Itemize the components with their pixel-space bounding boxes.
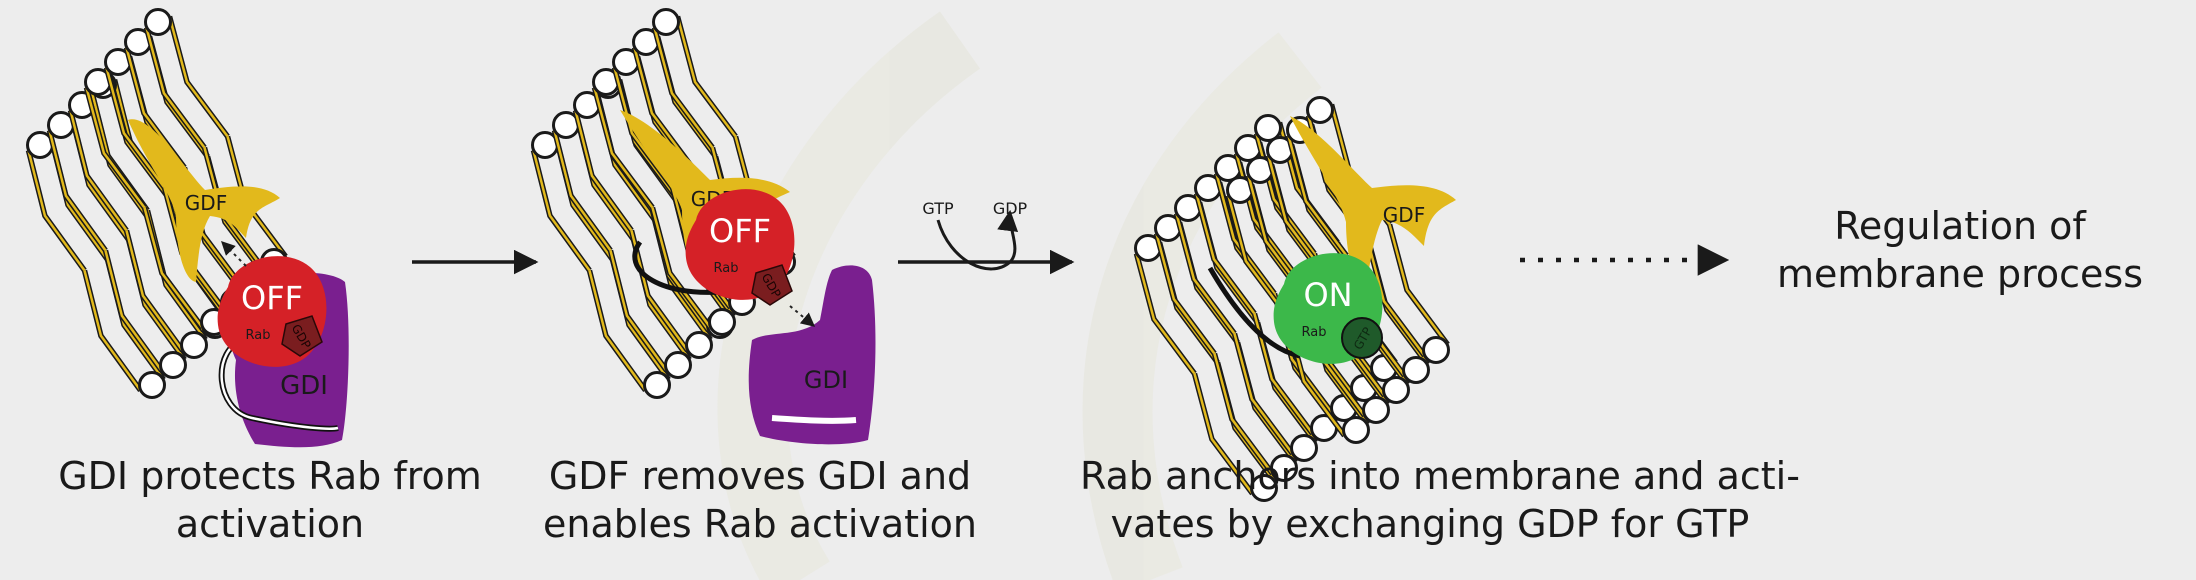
caption-line: activation	[175, 502, 365, 546]
lipid-tail	[1155, 233, 1216, 355]
caption-panel-2: GDF removes GDI and enables Rab activati…	[530, 452, 990, 548]
lipid-tail	[651, 207, 712, 329]
lipid-head	[1290, 434, 1318, 462]
caption-line: Rab anchors into membrane and acti-	[1080, 454, 1800, 498]
lipid-tail	[532, 150, 591, 272]
lipid-tail	[1215, 173, 1276, 295]
lipid-tail	[125, 230, 184, 352]
exchange-out-label: GDP	[993, 199, 1028, 218]
lipid-head	[1270, 454, 1298, 482]
gdf-protein	[620, 110, 790, 276]
lipid-tail	[69, 110, 128, 232]
prenyl-anchor	[220, 338, 339, 430]
lipid-tail	[676, 16, 737, 138]
lipid-tail	[1235, 153, 1296, 275]
lipid-tail	[574, 110, 633, 232]
caption-panel-1: GDI protects Rab from activation	[30, 452, 510, 548]
exchange-in-label: GTP	[922, 199, 954, 218]
lipid-head	[1422, 336, 1450, 364]
off-label: OFF	[241, 279, 303, 317]
lipid-head	[708, 308, 736, 336]
lipid-tail	[83, 270, 142, 392]
lipid-tail	[85, 87, 146, 209]
lipid-tail	[1175, 213, 1236, 335]
caption-line: vates by exchanging GDP for GTP	[1110, 502, 1750, 546]
gdi-pocket	[771, 415, 857, 424]
lipid-head	[1382, 376, 1410, 404]
rab-label: Rab	[246, 328, 271, 343]
lipid-tail	[1365, 235, 1426, 357]
lipid-tail	[105, 67, 166, 189]
lipid-tail	[633, 47, 694, 169]
prenyl-anchor	[1207, 266, 1301, 359]
lipid-tail	[1287, 135, 1348, 257]
lipid-tail	[104, 250, 163, 372]
prenyl-anchor	[632, 240, 721, 295]
lipid-tail	[143, 207, 204, 329]
lipid-head	[1362, 396, 1390, 424]
regulation-line: Regulation of	[1834, 204, 2086, 248]
rab-label: Rab	[1302, 325, 1327, 340]
lipid-tail	[1255, 133, 1316, 255]
gdf-protein	[128, 119, 280, 282]
lipid-tail	[168, 16, 229, 138]
lipid-head	[643, 371, 671, 399]
lipid-tail	[609, 250, 668, 372]
lipid-tail	[653, 27, 714, 149]
gdi-label: GDI	[280, 371, 328, 401]
lipid-head	[1342, 416, 1370, 444]
gdf-label: GDF	[1383, 203, 1425, 227]
gdp-nucleotide	[281, 315, 323, 357]
lipid-head	[159, 351, 187, 379]
lipid-head	[685, 331, 713, 359]
lipid-head	[1306, 96, 1334, 124]
caption-panel-3: Rab anchors into membrane and acti- vate…	[1080, 452, 1800, 548]
lipid-tail	[48, 130, 107, 252]
lipid-head	[1402, 356, 1430, 384]
gdf-binding-arrow	[221, 241, 247, 267]
lipid-head	[138, 371, 166, 399]
gtp-nucleotide	[1341, 317, 1383, 359]
lipid-tail	[1213, 353, 1274, 475]
lipid-tail	[145, 27, 206, 149]
caption-line: GDI protects Rab from	[58, 454, 482, 498]
regulation-line: membrane process	[1776, 252, 2143, 296]
lipid-tail	[1193, 373, 1254, 495]
gdi-protein	[748, 265, 876, 445]
lipid-tail	[588, 270, 647, 392]
lipid-tail	[1195, 193, 1256, 315]
rab-label: Rab	[714, 261, 739, 276]
regulation-label: Regulation of membrane process	[1760, 202, 2160, 298]
gdi-label: GDI	[804, 366, 848, 394]
lipid-head	[1250, 474, 1278, 502]
lipid-tail	[1227, 195, 1288, 317]
lipid-tail	[27, 150, 86, 272]
lipid-tail	[553, 130, 612, 252]
lipid-head	[1254, 114, 1282, 142]
lipid-head	[144, 8, 172, 36]
lipid-head	[180, 331, 208, 359]
gdi-release-arrow	[789, 305, 816, 327]
caption-line: GDF removes GDI and	[548, 454, 972, 498]
gdf-label: GDF	[185, 191, 227, 215]
lipid-bilayer	[530, 71, 734, 399]
lipid-tail	[1388, 224, 1449, 346]
lipid-tail	[593, 87, 654, 209]
gdp-nucleotide	[751, 264, 793, 306]
off-label: OFF	[709, 212, 771, 250]
lipid-head	[652, 8, 680, 36]
caption-line: enables Rab activation	[543, 502, 977, 546]
gdf-protein	[1290, 116, 1456, 288]
lipid-tail	[1135, 253, 1196, 375]
lipid-tail	[1233, 333, 1294, 455]
on-label: ON	[1303, 276, 1352, 314]
lipid-head	[664, 351, 692, 379]
nucleotide-exchange-arrow	[936, 209, 1019, 271]
